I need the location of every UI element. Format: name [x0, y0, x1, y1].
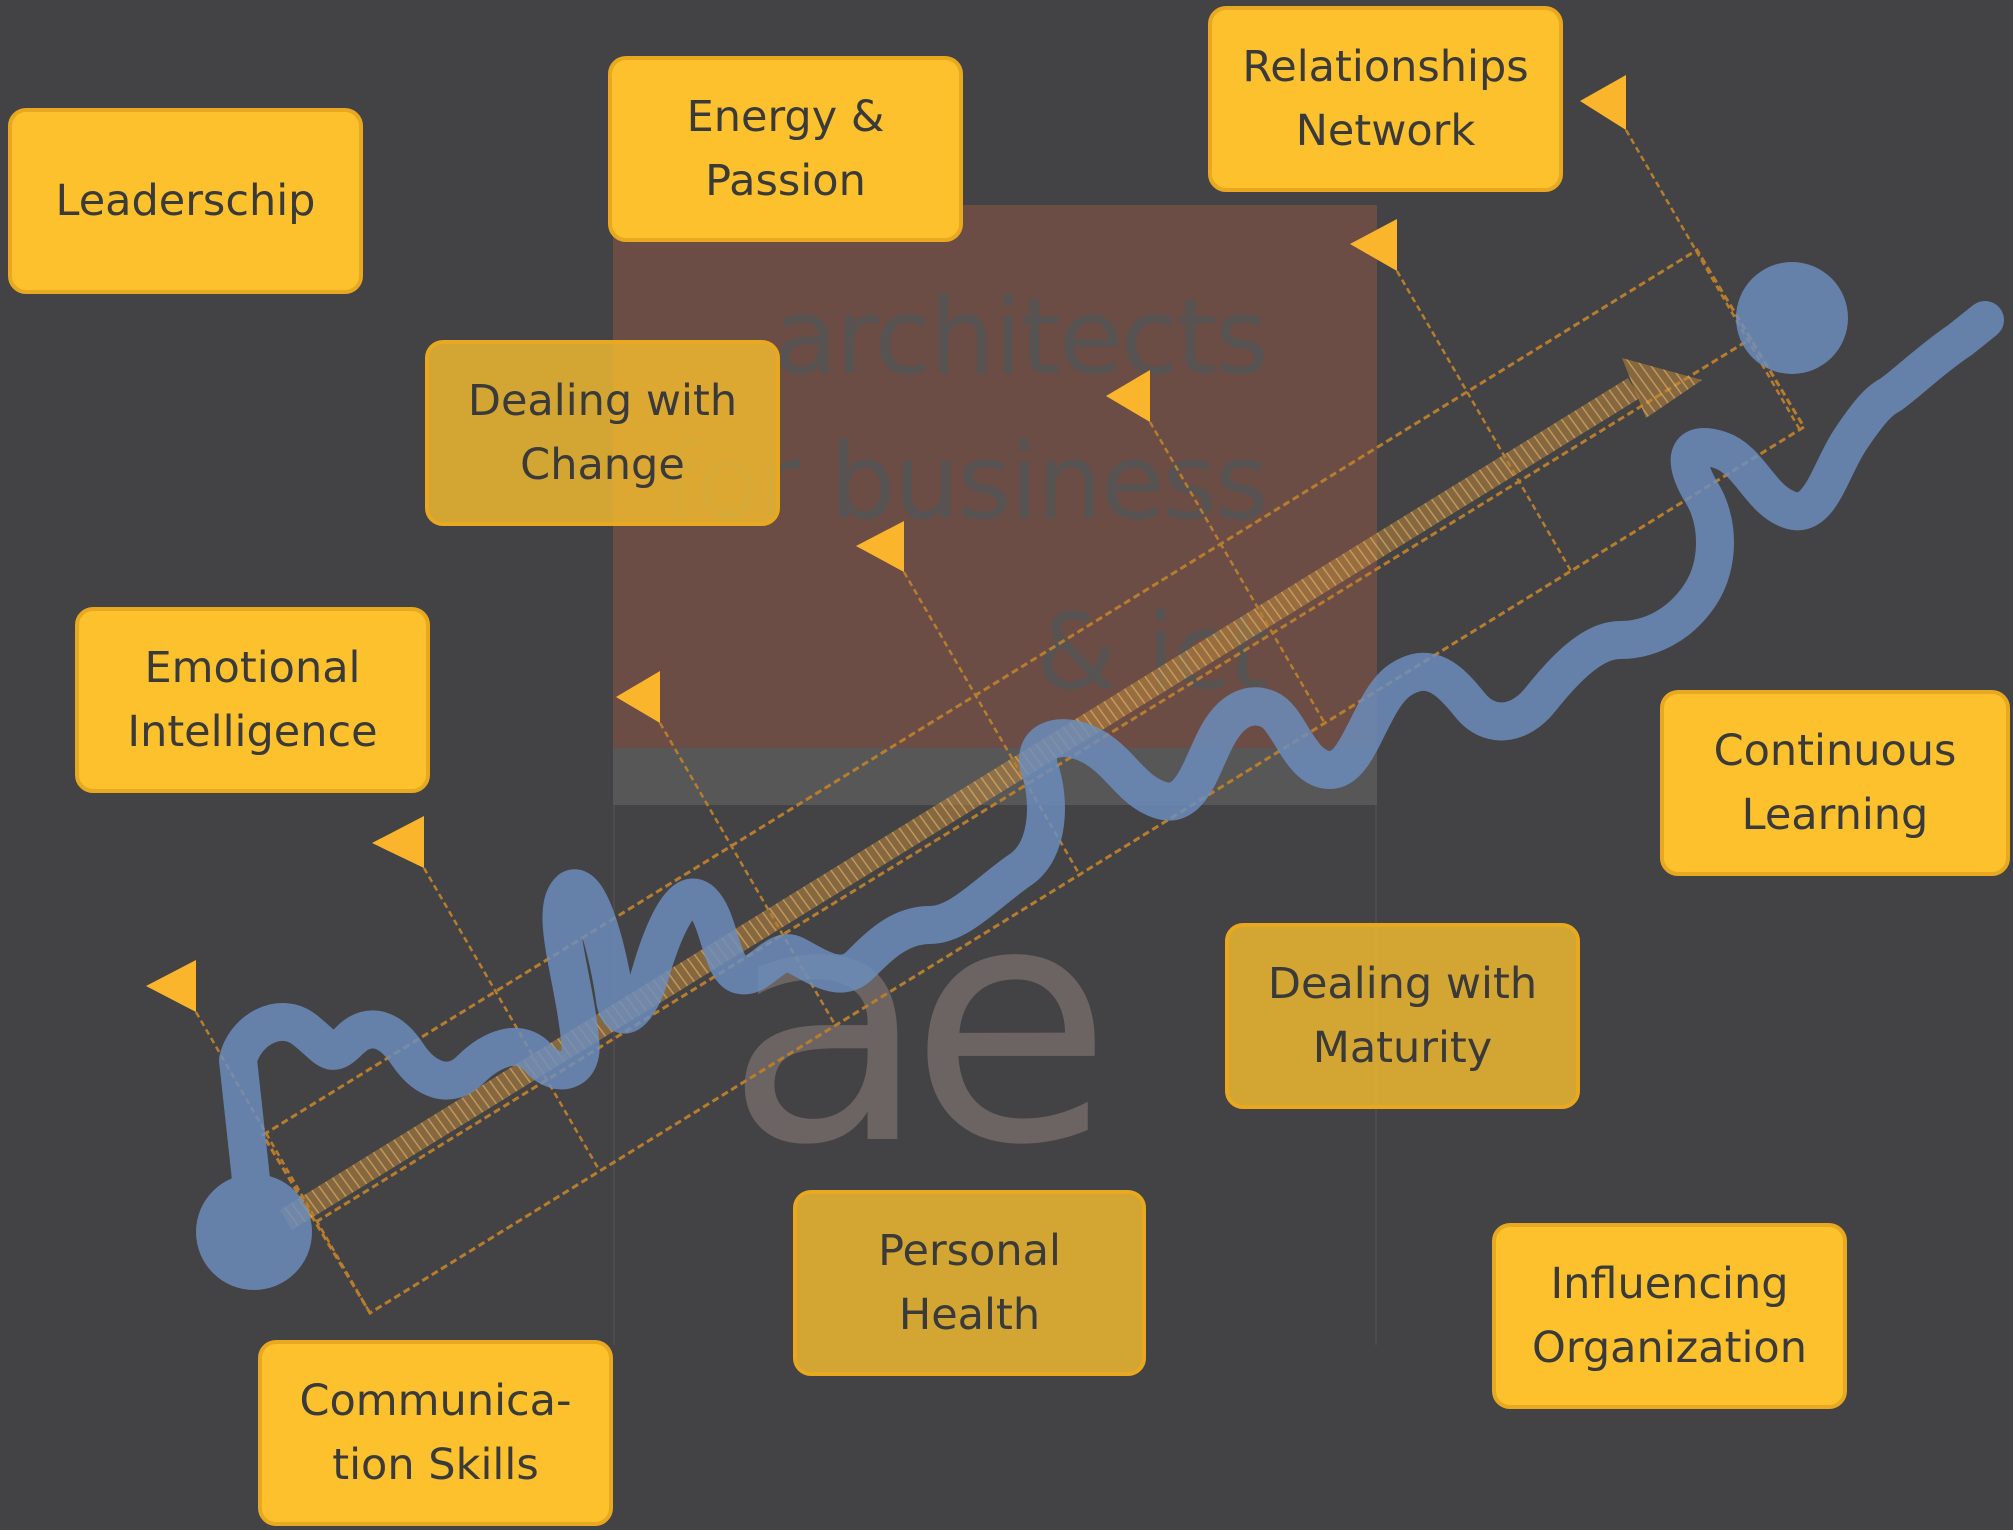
box-dealing-with-maturity: Dealing with Maturity — [1225, 923, 1580, 1109]
flag-icon — [146, 960, 196, 1012]
flag-markers — [146, 75, 1626, 1012]
box-emotional-intelligence: Emotional Intelligence — [75, 607, 430, 793]
box-communication-skills: Communica- tion Skills — [258, 1340, 613, 1526]
box-influencing-organization: Influencing Organization — [1492, 1223, 1847, 1409]
box-personal-health: Personal Health — [793, 1190, 1146, 1376]
progress-path — [196, 262, 2004, 1290]
flag-icon — [1350, 219, 1397, 271]
box-relationships-network: Relationships Network — [1208, 6, 1563, 192]
watermark-line-architects: architects — [773, 276, 1269, 398]
box-continuous-learning: Continuous Learning — [1660, 690, 2010, 876]
path-end-circle-icon — [1736, 262, 1848, 374]
watermark-divider-left — [613, 805, 615, 1345]
flag-icon — [372, 816, 424, 868]
flag-icon — [616, 671, 660, 723]
box-leaderschip: Leaderschip — [8, 108, 363, 294]
flag-poles — [194, 129, 1802, 1314]
flag-icon — [856, 521, 904, 572]
box-energy-passion: Energy & Passion — [608, 56, 963, 242]
flag-icon — [1106, 370, 1150, 422]
flag-icon — [1580, 75, 1626, 130]
path-start-circle-icon — [196, 1174, 312, 1290]
box-dealing-with-change: Dealing with Change — [425, 340, 780, 526]
